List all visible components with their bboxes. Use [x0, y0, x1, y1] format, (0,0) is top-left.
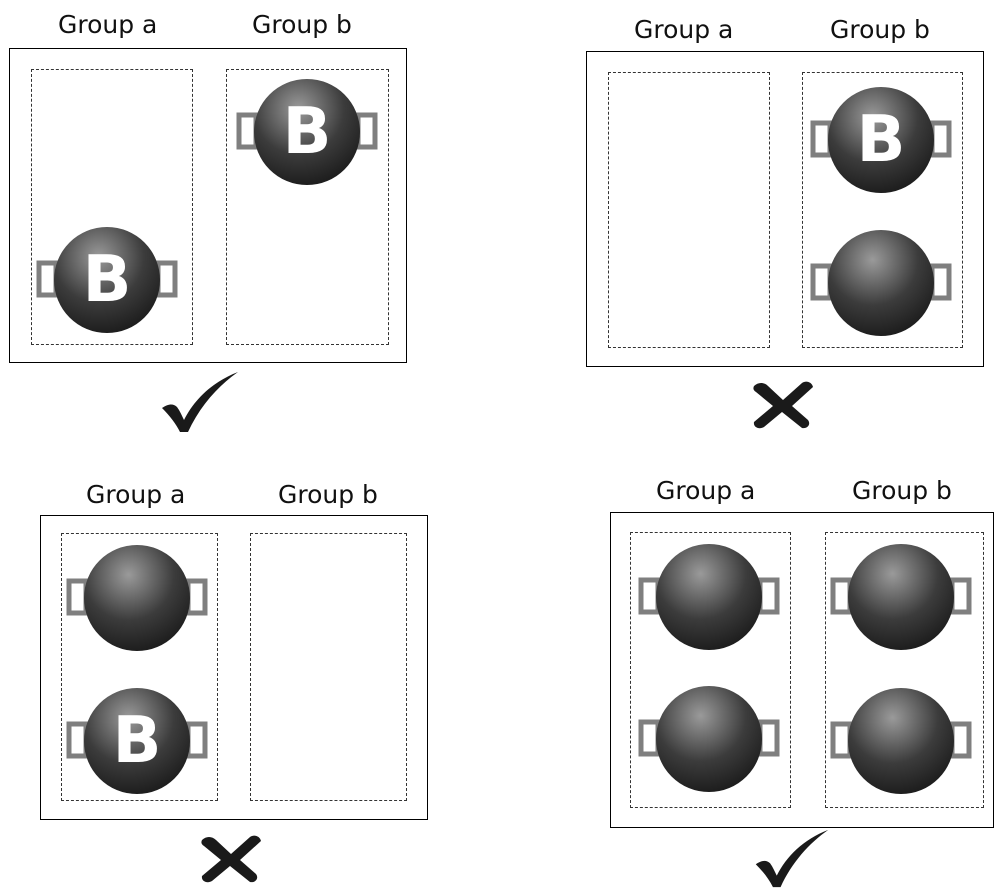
group-a-label: Group a [86, 482, 185, 507]
check-mark-icon [752, 828, 832, 889]
group-a-label: Group a [634, 17, 733, 42]
pot-icon [830, 540, 972, 654]
pot-icon: B [36, 223, 178, 337]
pot-icon [638, 540, 780, 654]
pot-letter: B [113, 704, 162, 778]
pot-letter: B [857, 103, 906, 177]
pot-icon: B [236, 75, 378, 189]
pot-icon [66, 541, 208, 655]
group-a-box [608, 72, 770, 348]
group-b-label: Group b [830, 17, 930, 42]
pot-icon [830, 684, 972, 798]
group-a-label: Group a [58, 12, 157, 37]
pot-icon: B [66, 684, 208, 798]
cross-mark-icon [750, 380, 816, 430]
pot-letter: B [83, 243, 132, 317]
group-a-label: Group a [656, 478, 755, 503]
pot-icon [810, 226, 952, 340]
group-b-box [250, 533, 407, 801]
cross-mark-icon [198, 834, 264, 884]
pot-icon: B [810, 83, 952, 197]
group-b-label: Group b [252, 12, 352, 37]
group-b-label: Group b [852, 478, 952, 503]
check-mark-icon [160, 370, 240, 434]
group-b-label: Group b [278, 482, 378, 507]
pot-icon [638, 682, 780, 796]
pot-letter: B [283, 95, 332, 169]
